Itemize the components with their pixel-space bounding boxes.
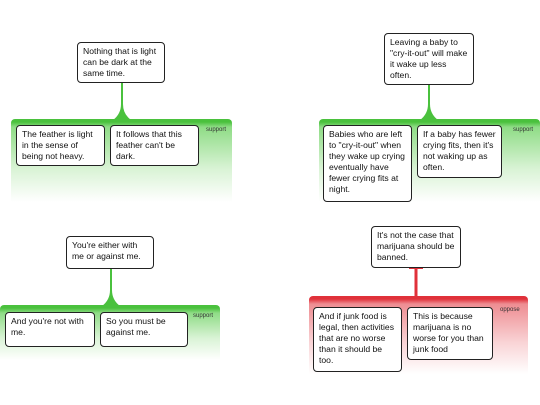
claim-box-4[interactable]: It's not the case that marijuana should … bbox=[371, 226, 461, 268]
premise-box-1a[interactable]: The feather is light in the sense of bei… bbox=[16, 125, 105, 166]
relation-label-1: support bbox=[206, 127, 227, 133]
relation-label-4: oppose bbox=[500, 307, 520, 313]
premise-box-2a[interactable]: Babies who are left to "cry-it-out" when… bbox=[323, 125, 412, 202]
claim-box-1[interactable]: Nothing that is light can be dark at the… bbox=[77, 42, 165, 83]
support-connector-3 bbox=[102, 267, 120, 306]
premise-box-4b[interactable]: This is because marijuana is no worse fo… bbox=[407, 307, 493, 360]
premise-box-3a[interactable]: And you're not with me. bbox=[5, 312, 95, 347]
relation-label-2: support bbox=[513, 127, 534, 133]
support-connector-2 bbox=[420, 80, 438, 120]
premise-box-3b[interactable]: So you must be against me. bbox=[100, 312, 188, 347]
claim-box-3[interactable]: You're either with me or against me. bbox=[66, 236, 154, 269]
relation-label-3: support bbox=[193, 313, 214, 319]
support-connector-1 bbox=[113, 80, 131, 120]
premise-box-4a[interactable]: And if junk food is legal, then activiti… bbox=[313, 307, 402, 372]
oppose-connector-4 bbox=[409, 266, 423, 298]
claim-box-2[interactable]: Leaving a baby to "cry-it-out" will make… bbox=[384, 33, 474, 85]
premise-box-1b[interactable]: It follows that this feather can't be da… bbox=[110, 125, 199, 166]
premise-box-2b[interactable]: If a baby has fewer crying fits, then it… bbox=[417, 125, 502, 178]
